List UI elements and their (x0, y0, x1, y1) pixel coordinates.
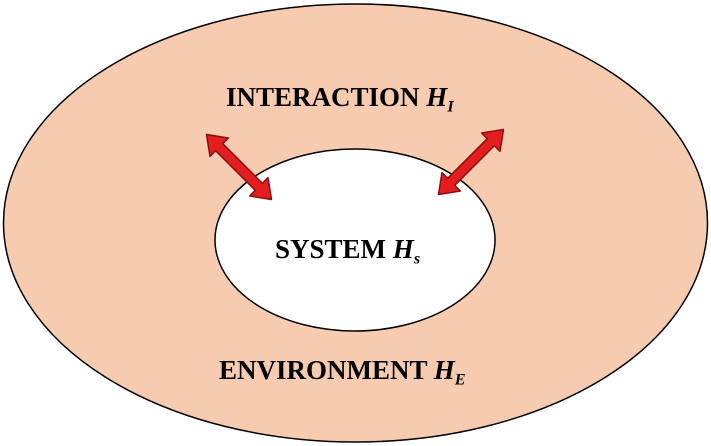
system-text: SYSTEM (275, 234, 387, 264)
system-label: SYSTEM Hs (275, 234, 420, 267)
environment-subscript: E (454, 370, 466, 389)
interaction-subscript: I (447, 97, 454, 116)
left-interaction-arrow-icon (205, 133, 273, 201)
system-symbol: H (392, 234, 414, 264)
interaction-label: INTERACTION HI (226, 82, 454, 115)
environment-label: ENVIRONMENT HE (219, 355, 466, 388)
system-subscript: s (413, 249, 421, 268)
environment-symbol: H (433, 355, 455, 385)
interaction-text: INTERACTION (226, 82, 420, 112)
right-interaction-arrow-icon (437, 128, 505, 196)
interaction-symbol: H (426, 82, 448, 112)
system-ellipse (214, 148, 496, 332)
environment-text: ENVIRONMENT (219, 355, 428, 385)
